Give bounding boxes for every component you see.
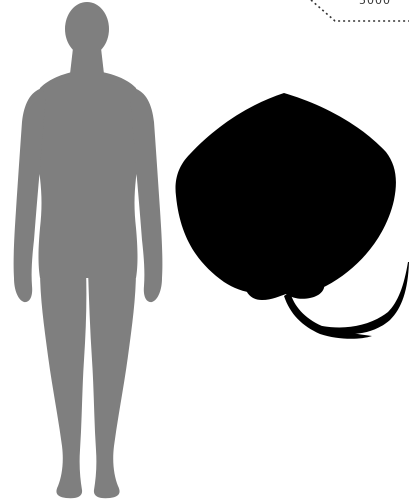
scale-label: 5000 xyxy=(359,0,391,7)
human-silhouette-icon xyxy=(14,2,163,498)
stingray-silhouette-icon xyxy=(176,93,409,339)
